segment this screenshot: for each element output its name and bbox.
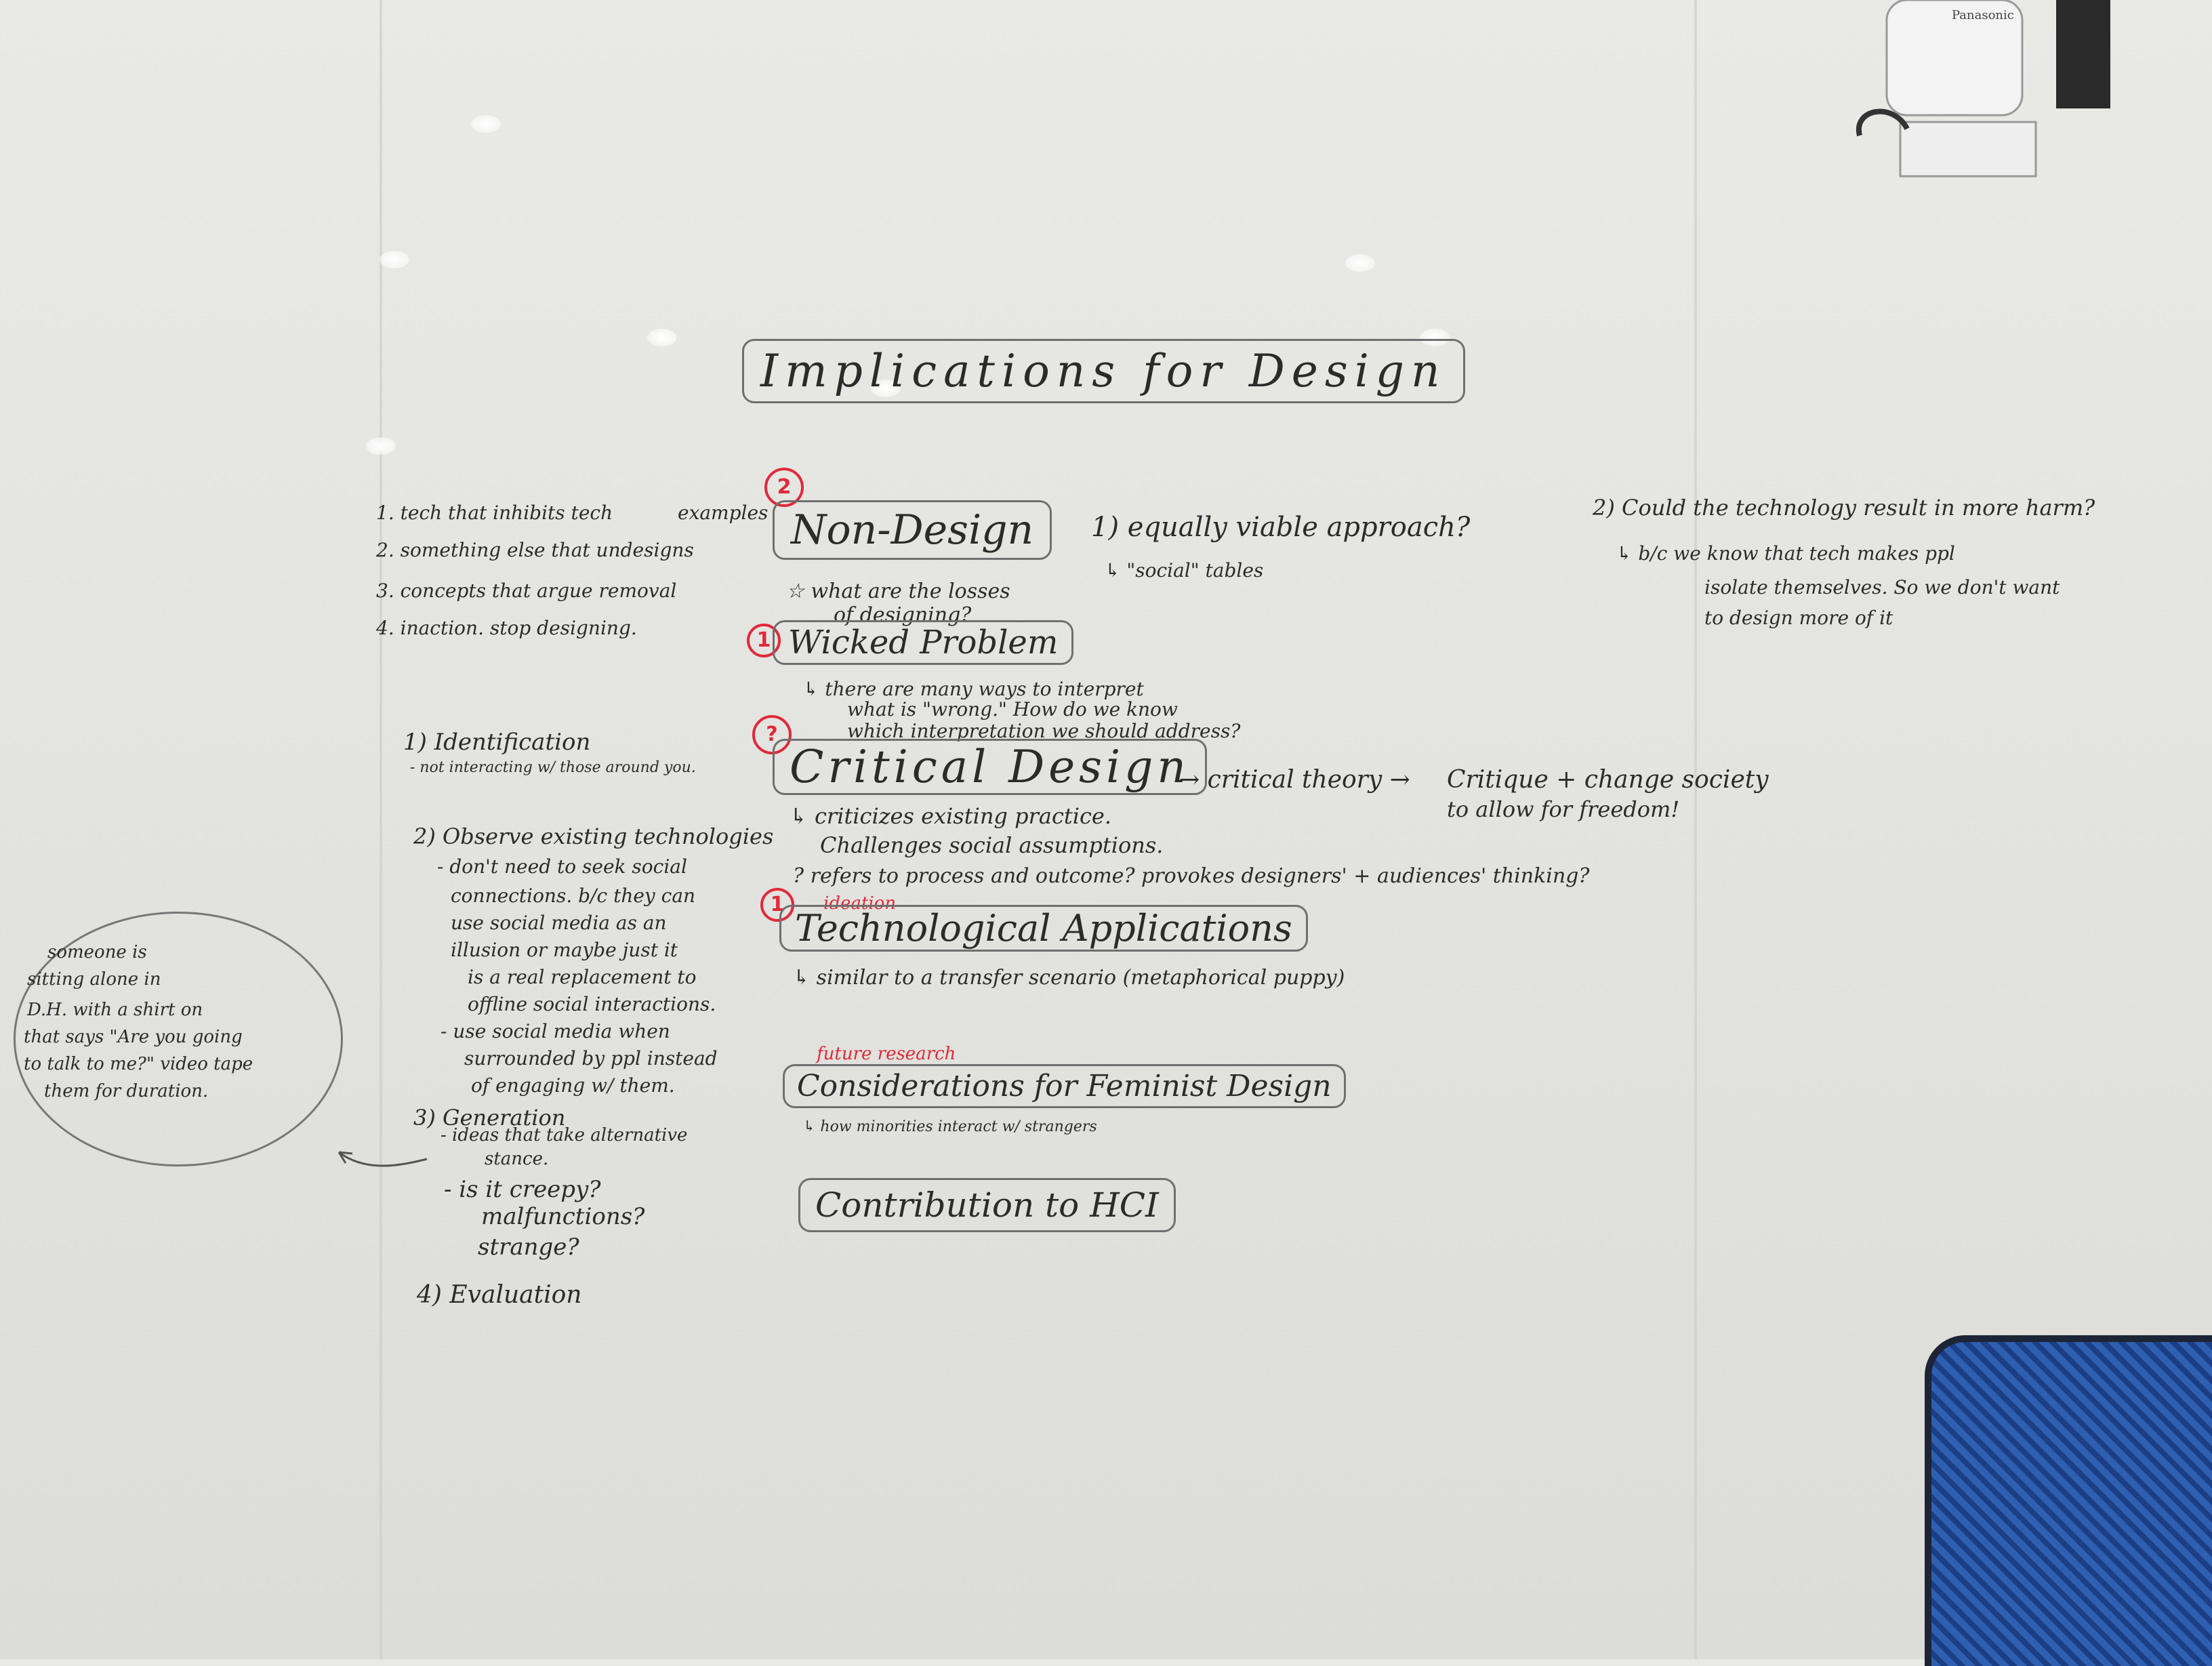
bubble-line: that says "Are you going — [24, 1027, 243, 1047]
ceiling-light-reflection — [871, 380, 901, 397]
bubble-line: D.H. with a shirt on — [27, 1000, 203, 1020]
wicked-note: what is "wrong." How do we know — [847, 698, 1178, 720]
non-design-example: 3. concepts that argue removal — [376, 580, 677, 602]
step-line: - not interacting w/ those around you. — [410, 759, 696, 776]
critical-note: ? refers to process and outcome? provoke… — [793, 864, 1590, 888]
projector-brand: Panasonic — [1952, 8, 2014, 22]
step-line: connections. b/c they can — [451, 885, 696, 907]
step-line: of engaging w/ them. — [471, 1074, 675, 1097]
step-line: stance. — [485, 1149, 549, 1169]
panel-seam — [380, 0, 382, 1659]
step-line: 1) Identification — [403, 729, 591, 756]
step-line: use social media as an — [451, 912, 667, 934]
ideation-tag: ideation — [823, 893, 897, 914]
critical-note: Challenges social assumptions. — [820, 832, 1164, 858]
critical-arrow: to allow for freedom! — [1447, 796, 1680, 822]
losses-note: ☆ what are the losses — [786, 580, 1010, 603]
step-line: - don't need to seek social — [437, 855, 687, 878]
non-design-label: Non-Design — [773, 500, 1052, 560]
bubble-line: someone is — [47, 942, 147, 962]
non-design-example: 2. something else that undesigns — [376, 539, 694, 561]
board-title: Implications for Design — [742, 339, 1465, 403]
ceiling-light-reflection — [380, 251, 409, 268]
step-line: offline social interactions. — [468, 993, 716, 1015]
feminist-note: ↳ how minorities interact w/ strangers — [803, 1118, 1097, 1135]
step-line: 2) Observe existing technologies — [413, 824, 774, 849]
critical-arrow: → critical theory → — [1179, 766, 1410, 794]
badge-question: ? — [752, 715, 792, 754]
hci-label: Contribution to HCI — [798, 1178, 1176, 1232]
critical-design-label: Critical Design — [773, 739, 1207, 795]
badge-1: 1 — [747, 624, 781, 657]
bubble-line: sitting alone in — [27, 969, 161, 990]
right-note-line: ↳ b/c we know that tech makes ppl — [1616, 542, 1955, 565]
tech-applications-label: Technological Applications — [779, 905, 1308, 952]
ceiling-light-reflection — [1420, 329, 1450, 346]
office-chair — [1925, 1335, 2212, 1666]
wicked-note: ↳ there are many ways to interpret — [803, 678, 1144, 700]
projector-icon — [1856, 0, 2110, 178]
non-design-sub: ↳ "social" tables — [1105, 559, 1264, 582]
step-line: malfunctions? — [481, 1203, 645, 1230]
wicked-note: which interpretation we should address? — [847, 720, 1241, 742]
ceiling-light-reflection — [366, 437, 396, 455]
examples-label: examples — [678, 502, 769, 524]
future-research-tag: future research — [817, 1044, 956, 1064]
step-line: 4) Evaluation — [417, 1281, 582, 1309]
right-note-line: to design more of it — [1704, 607, 1893, 629]
ceiling-light-reflection — [647, 329, 677, 346]
ceiling-light-reflection — [1345, 254, 1375, 272]
right-note-line: isolate themselves. So we don't want — [1704, 576, 2060, 598]
bubble-pointer-icon — [337, 1151, 428, 1167]
losses-note-2: of designing? — [834, 603, 972, 627]
step-line: 3) Generation — [413, 1105, 566, 1131]
step-line: surrounded by ppl instead — [464, 1047, 718, 1070]
critical-arrow: Critique + change society — [1447, 766, 1769, 794]
right-note-line: 2) Could the technology result in more h… — [1593, 495, 2095, 521]
panel-seam — [1694, 0, 1697, 1659]
ceiling-light-reflection — [471, 115, 501, 133]
non-design-example: 1. tech that inhibits tech — [376, 502, 613, 524]
bubble-line: them for duration. — [44, 1081, 209, 1101]
step-line: is a real replacement to — [468, 966, 697, 988]
scenario-bubble — [14, 912, 343, 1166]
wicked-problem-label: Wicked Problem — [773, 620, 1074, 665]
feminist-design-label: Considerations for Feminist Design — [783, 1064, 1346, 1108]
non-design-question: 1) equally viable approach? — [1091, 512, 1471, 543]
tech-applications-note: ↳ similar to a transfer scenario (metaph… — [793, 966, 1345, 990]
step-line: - ideas that take alternative — [441, 1125, 688, 1145]
critical-note: ↳ criticizes existing practice. — [790, 803, 1111, 829]
step-line: strange? — [478, 1234, 579, 1261]
non-design-example: 4. inaction. stop designing. — [376, 617, 637, 639]
step-line: illusion or maybe just it — [451, 939, 678, 961]
step-line: - use social media when — [441, 1020, 670, 1042]
step-line: - is it creepy? — [444, 1176, 601, 1203]
bubble-line: to talk to me?" video tape — [24, 1054, 253, 1074]
